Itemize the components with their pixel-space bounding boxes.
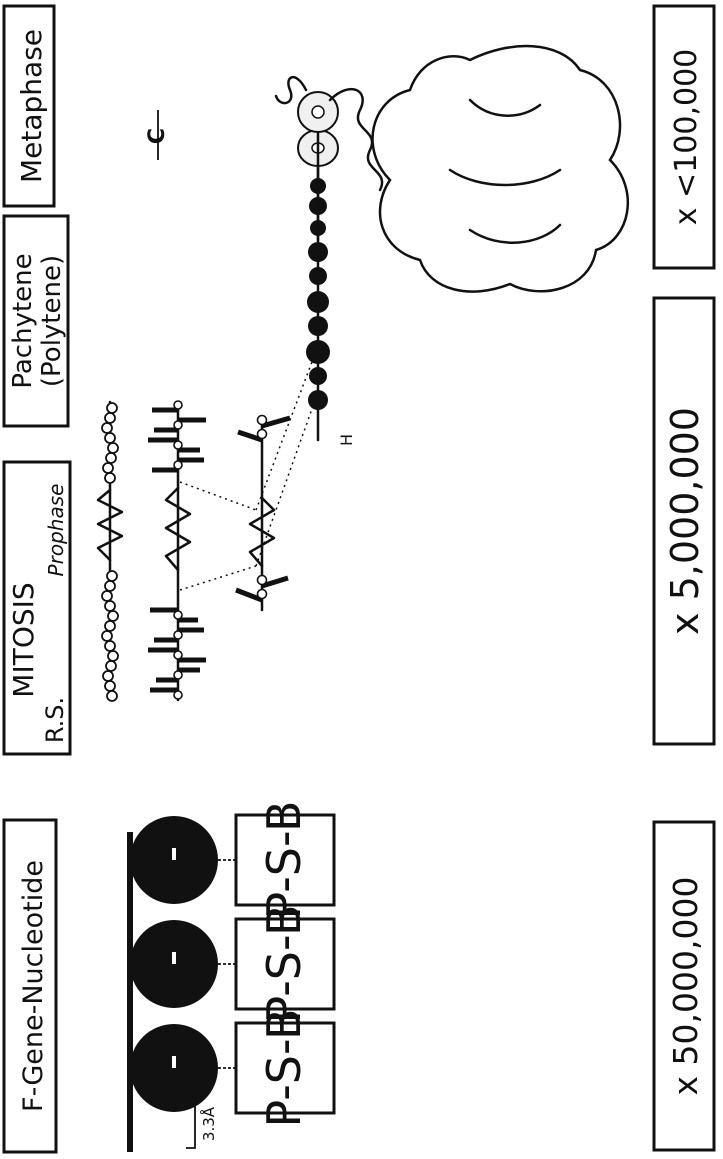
magnification-mitosis-label: x 5,000,000 xyxy=(663,407,707,635)
magnification-mitosis: x 5,000,000 xyxy=(654,298,714,744)
metaphase-title: Metaphase xyxy=(15,29,48,183)
magnification-nucleotide-label: x 50,000,000 xyxy=(666,877,705,1096)
metaphase-body xyxy=(373,46,628,292)
h-label: H xyxy=(337,434,356,446)
title-mitosis: MITOSIS R.S. Prophase xyxy=(4,462,70,754)
nucleotide-unit: P-S-B xyxy=(130,800,334,919)
metaphase-chromosome: C xyxy=(145,46,628,292)
magnification-metaphase: x <100,000 xyxy=(654,6,714,268)
guide-lines xyxy=(180,346,318,590)
nucleotide-panel: 3.3Å P-S-B P-S-B P-S-B xyxy=(130,800,334,1152)
pachytene-title: Pachytene xyxy=(8,253,38,388)
magnification-nucleotide: x 50,000,000 xyxy=(654,822,714,1150)
nucleotide-unit: P-S-B xyxy=(130,904,334,1023)
psb-label: P-S-B xyxy=(257,904,311,1023)
psb-label: P-S-B xyxy=(257,800,311,919)
spacing-label: 3.3Å xyxy=(199,1106,218,1141)
title-nucleotide: F-Gene-Nucleotide xyxy=(4,820,56,1152)
polytene-title: (Polytene) xyxy=(37,255,67,387)
c-label: C xyxy=(145,128,170,144)
title-metaphase: Metaphase xyxy=(4,6,54,206)
psb-label: P-S-B xyxy=(257,1008,311,1127)
prophase-label: Prophase xyxy=(44,484,68,577)
title-pachytene: Pachytene (Polytene) xyxy=(4,216,68,426)
prophase-strand xyxy=(148,401,206,700)
magnification-metaphase-label: x <100,000 xyxy=(669,49,704,225)
nucleotide-unit: P-S-B xyxy=(130,1008,334,1127)
nucleotide-title: F-Gene-Nucleotide xyxy=(18,860,49,1112)
pachytene-strand xyxy=(236,416,290,611)
mitosis-title: MITOSIS xyxy=(7,582,40,697)
rs-label: R.S. xyxy=(41,697,69,743)
rs-strand xyxy=(98,402,122,701)
polytene-chromosome: H xyxy=(298,118,356,446)
